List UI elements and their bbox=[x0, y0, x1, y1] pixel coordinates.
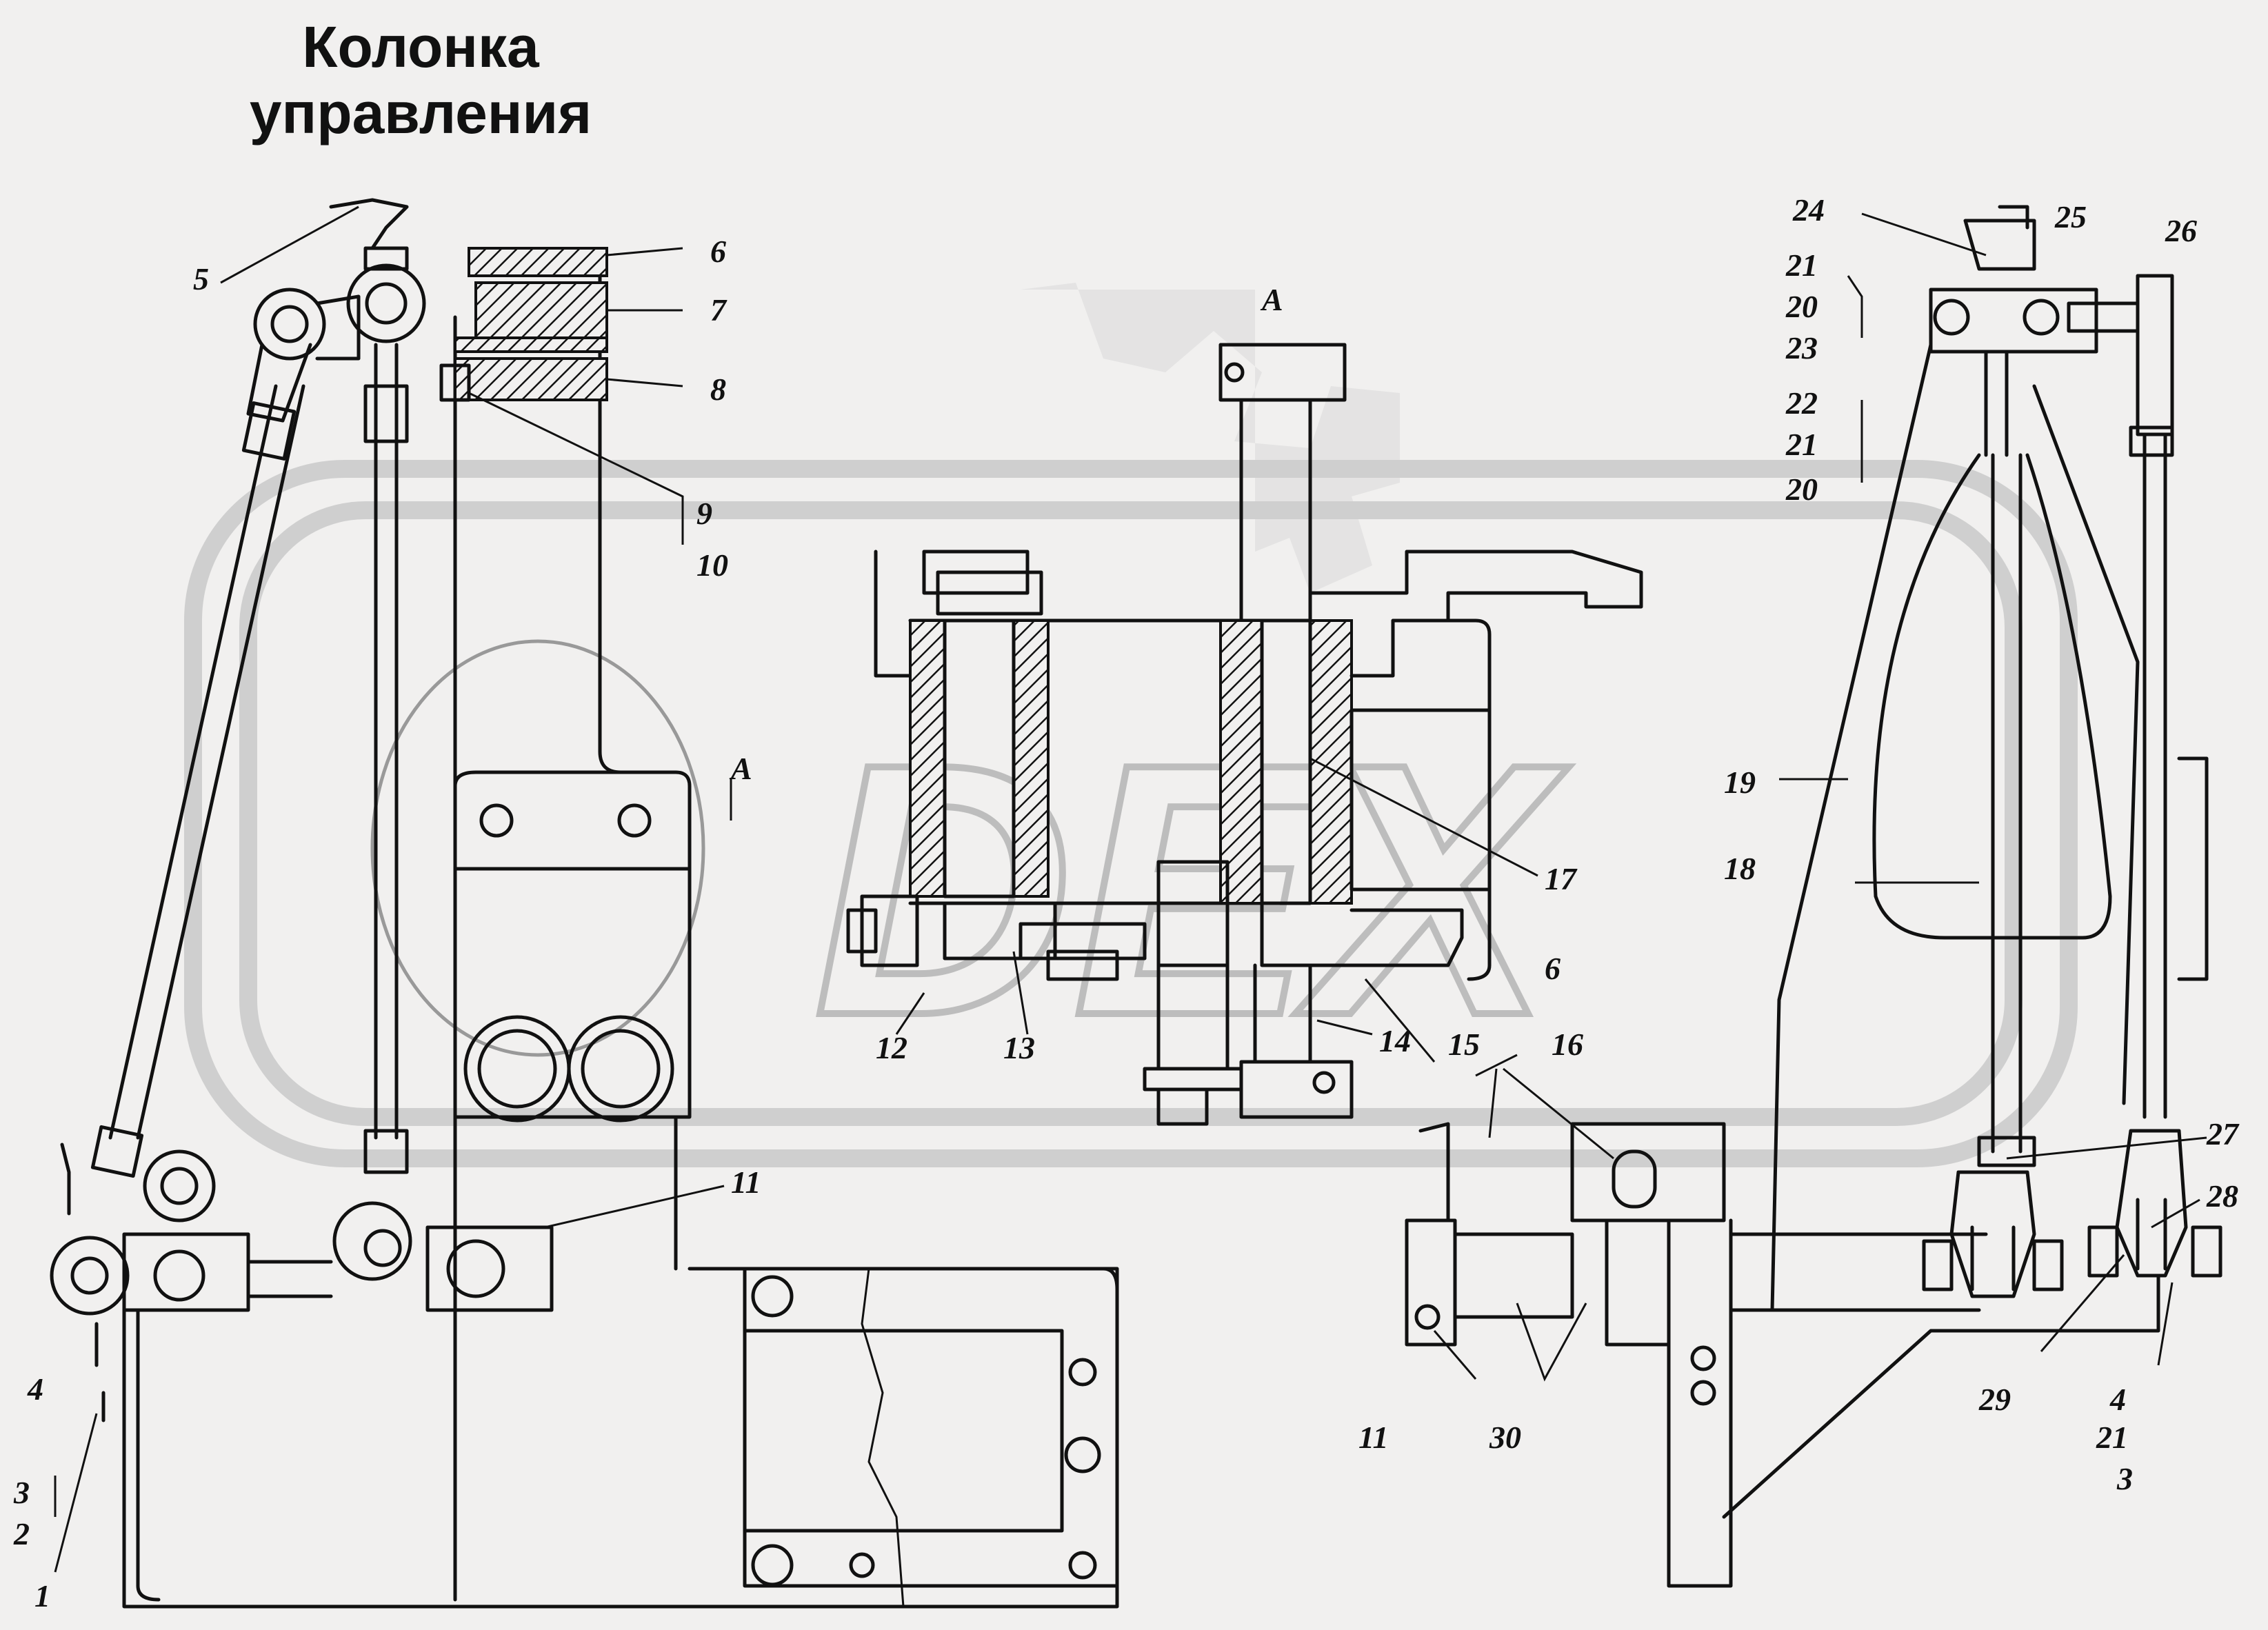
callout-4-left: 4 bbox=[27, 1371, 43, 1407]
watermark-frame-outer bbox=[184, 460, 2078, 1167]
view-label-a: A bbox=[1260, 282, 1283, 317]
callout-11-right: 11 bbox=[1358, 1420, 1388, 1455]
callout-21-top: 21 bbox=[1785, 248, 1818, 283]
callout-18: 18 bbox=[1724, 851, 1756, 886]
callout-labels: 1 2 3 4 5 6 7 8 9 10 11 12 13 14 6 17 A … bbox=[13, 192, 2240, 1613]
callout-1: 1 bbox=[34, 1578, 50, 1613]
callout-14: 14 bbox=[1379, 1023, 1411, 1058]
callout-27: 27 bbox=[2206, 1116, 2240, 1151]
callout-25: 25 bbox=[2054, 199, 2087, 234]
callout-20-mid: 20 bbox=[1785, 472, 1818, 507]
callout-22: 22 bbox=[1785, 385, 1818, 421]
callout-8: 8 bbox=[710, 372, 726, 407]
callout-15: 15 bbox=[1448, 1027, 1480, 1062]
callout-5: 5 bbox=[193, 261, 209, 296]
callout-3: 3 bbox=[13, 1475, 30, 1510]
watermark-frame-inner bbox=[239, 501, 2023, 1126]
callout-12: 12 bbox=[876, 1030, 907, 1065]
title-line-2: управления bbox=[249, 81, 592, 145]
pedal-shaft-assembly bbox=[1405, 1122, 1988, 1588]
callout-13: 13 bbox=[1003, 1030, 1035, 1065]
callout-6-top: 6 bbox=[710, 234, 726, 269]
callout-26: 26 bbox=[2165, 213, 2197, 248]
callout-17: 17 bbox=[1545, 861, 1578, 896]
callout-9: 9 bbox=[696, 496, 712, 531]
right-linkage-assembly bbox=[1722, 205, 2222, 1519]
callout-29: 29 bbox=[1978, 1382, 2011, 1417]
callout-2: 2 bbox=[13, 1516, 30, 1551]
callout-28: 28 bbox=[2206, 1178, 2238, 1214]
callout-11-left: 11 bbox=[731, 1165, 761, 1200]
callout-3-right: 3 bbox=[2116, 1461, 2133, 1496]
callout-16: 16 bbox=[1552, 1027, 1583, 1062]
diagram-title: Колонка управления bbox=[207, 14, 634, 146]
callout-19: 19 bbox=[1724, 765, 1756, 800]
callout-20-top: 20 bbox=[1785, 289, 1818, 324]
callout-30: 30 bbox=[1489, 1420, 1521, 1455]
callout-21-bottom: 21 bbox=[2096, 1420, 2128, 1455]
left-linkage-assembly bbox=[50, 198, 1119, 1609]
section-arrow-label: А bbox=[729, 751, 752, 786]
callout-24: 24 bbox=[1792, 192, 1825, 228]
callout-4-right: 4 bbox=[2109, 1382, 2126, 1417]
callout-10: 10 bbox=[696, 547, 728, 583]
callout-23: 23 bbox=[1785, 330, 1818, 365]
title-line-1: Колонка bbox=[302, 14, 539, 79]
callout-6-center: 6 bbox=[1545, 951, 1560, 986]
watermark-oval bbox=[370, 639, 705, 1057]
callout-21-mid: 21 bbox=[1785, 427, 1818, 462]
leader-lines bbox=[54, 205, 2207, 1573]
callout-7: 7 bbox=[710, 292, 727, 328]
center-section-assembly bbox=[846, 343, 1643, 1126]
